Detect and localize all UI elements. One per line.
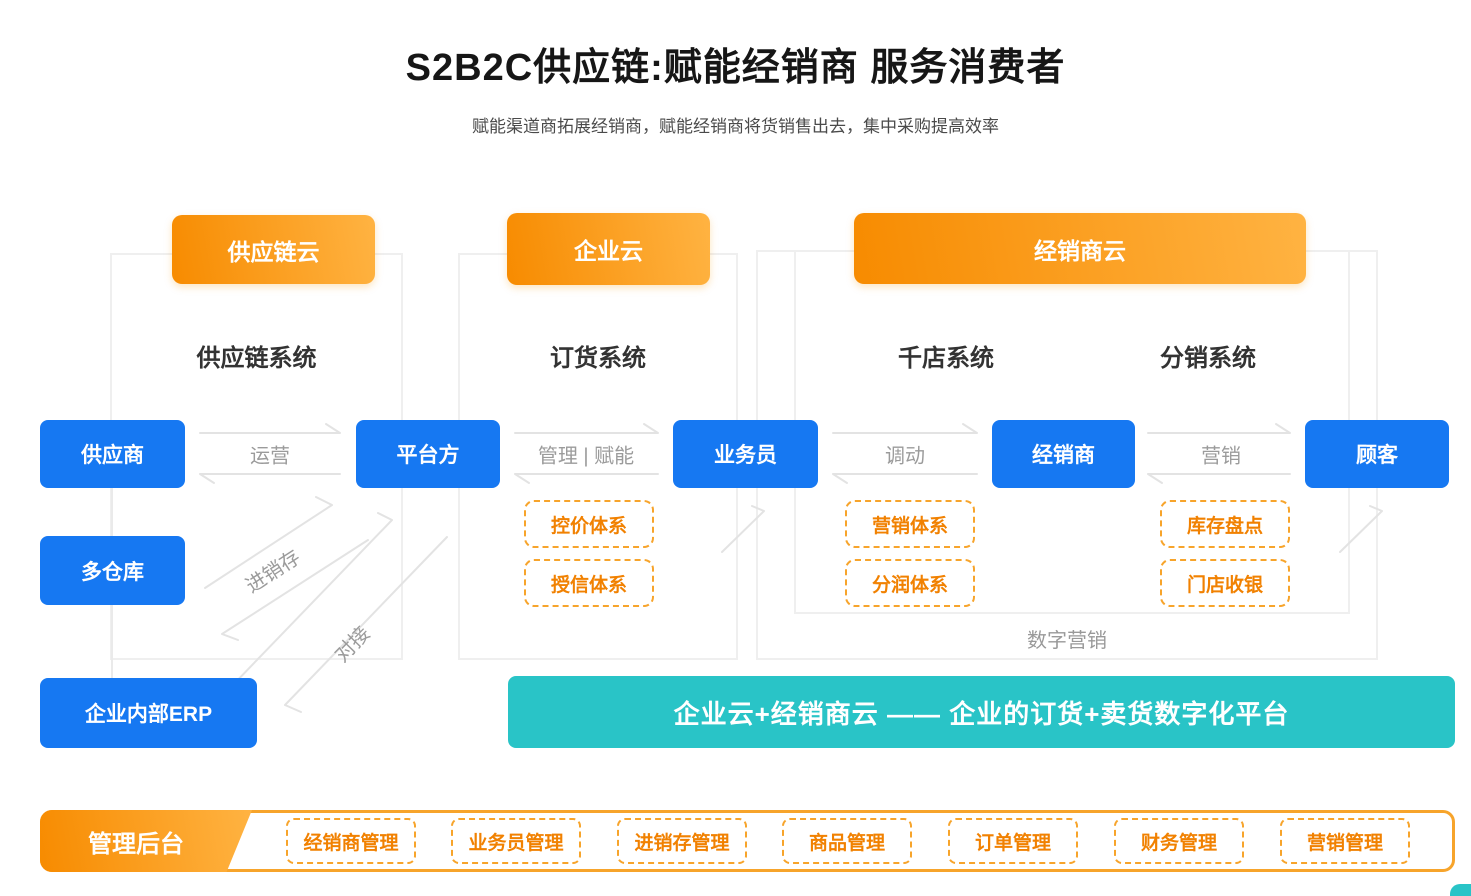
- node-customer: 顾客: [1305, 420, 1449, 488]
- edge-operate: 运营: [250, 445, 290, 468]
- label-digital-marketing: 数字营销: [1027, 630, 1107, 652]
- badge-supply-chain-cloud: 供应链云: [172, 215, 375, 284]
- capability-credit: 授信体系: [524, 559, 654, 607]
- capability-store-cashier: 门店收银: [1160, 559, 1290, 607]
- node-warehouse: 多仓库: [40, 536, 185, 605]
- edge-dispatch: 调动: [885, 445, 925, 468]
- capability-profit-sharing: 分润体系: [845, 559, 975, 607]
- badge-enterprise-cloud: 企业云: [507, 213, 710, 285]
- teal-corner-shape: [1450, 884, 1471, 896]
- node-platform: 平台方: [356, 420, 500, 488]
- section-supply-chain-system: 供应链系统: [196, 345, 317, 372]
- summary-banner: 企业云+经销商云 —— 企业的订货+卖货数字化平台: [508, 676, 1455, 748]
- admin-item-marketing-mgmt: 营销管理: [1280, 818, 1410, 864]
- section-distribution-system: 分销系统: [1160, 345, 1256, 372]
- node-supplier: 供应商: [40, 420, 185, 488]
- page-subtitle: 赋能渠道商拓展经销商，赋能经销商将货销售出去，集中采购提高效率: [472, 117, 999, 136]
- page-title: S2B2C供应链:赋能经销商 服务消费者: [405, 47, 1066, 89]
- admin-item-finance-mgmt: 财务管理: [1114, 818, 1244, 864]
- badge-distributor-cloud: 经销商云: [854, 213, 1306, 284]
- node-distributor: 经销商: [992, 420, 1135, 488]
- capability-inventory-check: 库存盘点: [1160, 500, 1290, 548]
- node-salesman: 业务员: [673, 420, 818, 488]
- section-thousand-store-system: 千店系统: [898, 345, 994, 372]
- section-ordering-system: 订货系统: [550, 345, 646, 372]
- capability-marketing-system: 营销体系: [845, 500, 975, 548]
- capability-price-control: 控价体系: [524, 500, 654, 548]
- admin-item-product-mgmt: 商品管理: [782, 818, 912, 864]
- edge-manage-empower: 管理 | 赋能: [537, 445, 635, 468]
- admin-backend-label: 管理后台: [40, 810, 252, 872]
- admin-item-salesman-mgmt: 业务员管理: [451, 818, 581, 864]
- admin-item-psi-mgmt: 进销存管理: [617, 818, 747, 864]
- admin-item-distributor-mgmt: 经销商管理: [286, 818, 416, 864]
- node-erp: 企业内部ERP: [40, 678, 257, 748]
- admin-item-order-mgmt: 订单管理: [948, 818, 1078, 864]
- edge-marketing: 营销: [1201, 445, 1241, 468]
